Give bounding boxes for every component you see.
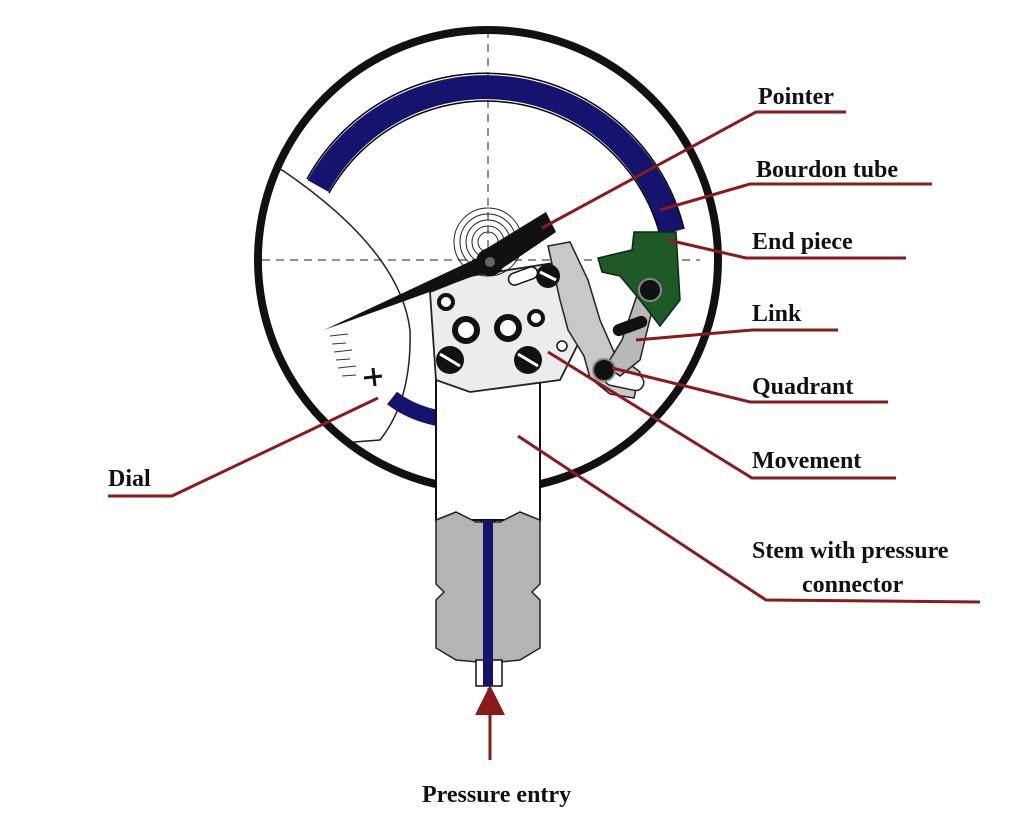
pointer-needle [324,254,496,330]
bourdon-tube-outline-outer [306,72,685,230]
leader-lines [108,110,981,760]
link-slot [612,315,648,337]
label-pointer: Pointer [758,84,834,110]
end-piece-shape [597,231,681,328]
label-stem-line1: Stem with pressure [752,538,949,564]
dial-plus-mark [363,367,383,387]
label-stem-line2: connector [802,572,904,598]
label-movement: Movement [752,448,861,474]
bourdon-tube-shape [307,75,684,235]
label-pressure-entry: Pressure entry [422,782,571,808]
stem-body [435,379,541,521]
label-end-piece: End piece [752,229,853,255]
leader-stem [517,434,981,604]
leader-movement [547,350,896,480]
movement-screws [436,264,662,382]
leader-pointer [541,110,846,230]
pointer-hub-center [485,257,495,267]
label-dial: Dial [108,466,151,492]
label-bourdon-tube: Bourdon tube [756,157,898,183]
leader-quadrant [611,366,888,404]
leader-dial [108,396,379,498]
leader-end-piece [667,238,906,260]
label-quadrant: Quadrant [752,374,853,400]
dial-scale-ticks [329,333,357,377]
leader-bourdon-tube [659,182,932,212]
leader-link [635,328,838,342]
label-link: Link [752,301,802,327]
